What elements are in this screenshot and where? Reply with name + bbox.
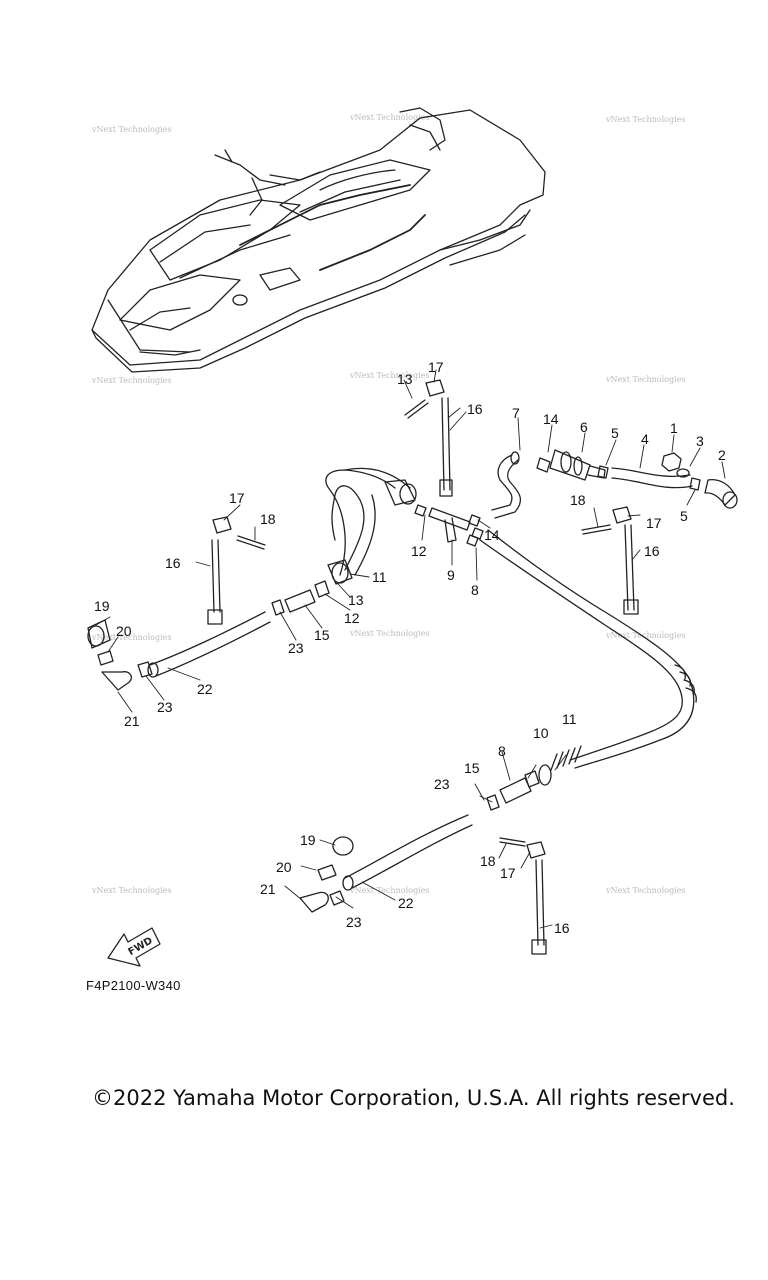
watermark-group: vNext Technologies vNext Technologies vN…: [91, 113, 685, 895]
callout-15: 15: [314, 627, 330, 643]
watermark: vNext Technologies: [91, 886, 171, 895]
callout-21: 21: [124, 713, 140, 729]
callout-23: 23: [288, 640, 304, 656]
watermark: vNext Technologies: [605, 115, 685, 124]
diagram-part-code: F4P2100-W340: [86, 978, 181, 993]
callout-22: 22: [197, 681, 213, 697]
callout-8: 8: [471, 582, 479, 598]
callout-23: 23: [346, 914, 362, 930]
callout-18: 18: [480, 853, 496, 869]
callout-15: 15: [464, 760, 480, 776]
watermark: vNext Technologies: [605, 375, 685, 384]
callout-4: 4: [641, 431, 649, 447]
callout-6: 6: [580, 419, 588, 435]
callout-19: 19: [300, 832, 316, 848]
watercraft-illustration: [91, 107, 546, 373]
watermark: vNext Technologies: [91, 376, 171, 385]
watermark: vNext Technologies: [605, 631, 685, 640]
callout-23: 23: [434, 776, 450, 792]
callout-7: 7: [512, 405, 520, 421]
watermark: vNext Technologies: [349, 629, 429, 638]
watermark: vNext Technologies: [605, 886, 685, 895]
callout-9: 9: [447, 567, 455, 583]
callout-17: 17: [229, 490, 245, 506]
callout-14: 14: [484, 527, 500, 543]
callout-12: 12: [344, 610, 360, 626]
callout-16: 16: [554, 920, 570, 936]
callout-10: 10: [533, 725, 549, 741]
leader-lines: [95, 369, 726, 929]
callout-16: 16: [467, 401, 483, 417]
callout-20: 20: [116, 623, 132, 639]
callout-17: 17: [500, 865, 516, 881]
callout-5: 5: [611, 425, 619, 441]
watermark: vNext Technologies: [349, 371, 429, 380]
callout-23: 23: [157, 699, 173, 715]
callout-16: 16: [644, 543, 660, 559]
callout-13: 13: [397, 371, 413, 387]
watermark: vNext Technologies: [349, 886, 429, 895]
callout-2: 2: [718, 447, 726, 463]
callout-22: 22: [398, 895, 414, 911]
callout-17: 17: [646, 515, 662, 531]
callout-12: 12: [411, 543, 427, 559]
watermark: vNext Technologies: [91, 125, 171, 134]
callout-11: 11: [562, 711, 577, 727]
callout-17: 17: [428, 359, 444, 375]
callout-11: 11: [372, 569, 387, 585]
callout-21: 21: [260, 881, 276, 897]
copyright-notice: ©2022 Yamaha Motor Corporation, U.S.A. A…: [92, 1086, 735, 1110]
fwd-arrow: FWD: [107, 927, 161, 967]
callout-3: 3: [696, 433, 704, 449]
watermark: vNext Technologies: [91, 633, 171, 642]
hose-assembly: [87, 369, 738, 955]
callout-18: 18: [260, 511, 276, 527]
callout-16: 16: [165, 555, 181, 571]
callout-5: 5: [680, 508, 688, 524]
corrugation-rings: [550, 664, 697, 771]
callout-20: 20: [276, 859, 292, 875]
callout-13: 13: [348, 592, 364, 608]
callout-18: 18: [570, 492, 586, 508]
callout-8: 8: [498, 743, 506, 759]
watermark: vNext Technologies: [349, 113, 429, 122]
callout-19: 19: [94, 598, 110, 614]
callout-1: 1: [670, 420, 678, 436]
callout-14: 14: [543, 411, 559, 427]
callout-group: 17 13 16 7 14 6 5 4 1 3 2 5 14 12 9 8 18…: [94, 359, 726, 936]
